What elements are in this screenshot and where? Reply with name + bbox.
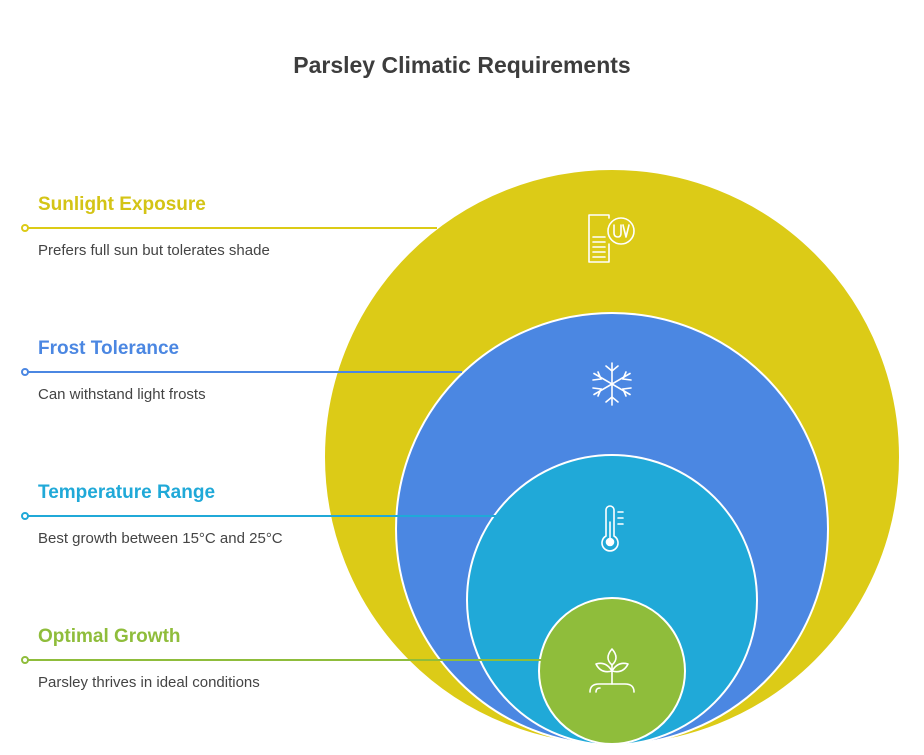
label-growth: Optimal Growth Parsley thrives in ideal … bbox=[38, 626, 260, 691]
label-frost: Frost Tolerance Can withstand light fros… bbox=[38, 338, 206, 403]
diagram-title: Parsley Climatic Requirements bbox=[293, 52, 631, 78]
sprout-icon bbox=[589, 648, 635, 693]
snowflake-icon bbox=[592, 362, 632, 406]
heading-sunlight: Sunlight Exposure bbox=[38, 194, 206, 215]
connector-sunlight bbox=[21, 224, 437, 232]
description-frost: Can withstand light frosts bbox=[38, 386, 206, 403]
thermometer-icon bbox=[601, 505, 624, 552]
description-sunlight: Prefers full sun but tolerates shade bbox=[38, 242, 270, 259]
connector-frost bbox=[21, 368, 462, 376]
label-temperature: Temperature Range Best growth between 15… bbox=[38, 482, 283, 547]
label-sunlight: Sunlight Exposure Prefers full sun but t… bbox=[38, 194, 270, 259]
connector-growth bbox=[21, 656, 541, 664]
description-growth: Parsley thrives in ideal conditions bbox=[38, 674, 260, 691]
connector-temperature bbox=[21, 512, 497, 520]
description-temperature: Best growth between 15°C and 25°C bbox=[38, 530, 283, 547]
heading-frost: Frost Tolerance bbox=[38, 338, 180, 359]
heading-temperature: Temperature Range bbox=[38, 482, 216, 503]
heading-growth: Optimal Growth bbox=[38, 626, 181, 647]
uv-index-icon bbox=[588, 214, 635, 263]
